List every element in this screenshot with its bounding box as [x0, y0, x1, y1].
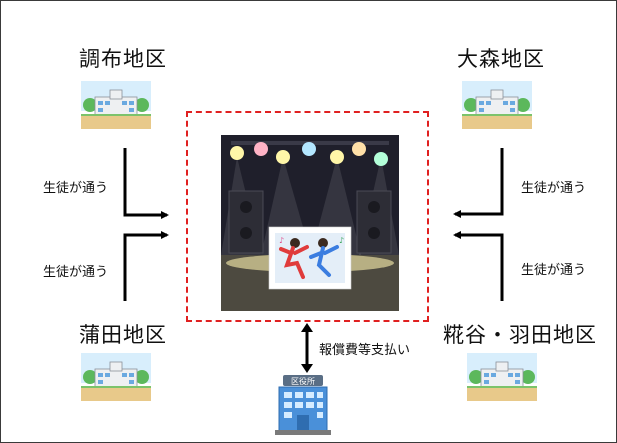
note-students-attend-omori: 生徒が通う: [521, 181, 587, 196]
note-students-attend-kojiya-haneda: 生徒が通う: [521, 263, 587, 278]
ward-office-sign: 区役所: [291, 376, 315, 386]
note-students-attend-chofu: 生徒が通う: [43, 181, 109, 196]
school-icon: [467, 353, 537, 401]
district-label-kamata: 蒲田地区: [79, 323, 167, 347]
ward-office-icon: 区役所: [275, 375, 331, 435]
district-label-omori: 大森地区: [457, 47, 545, 71]
school-icon: [81, 353, 151, 401]
school-icon: [462, 81, 532, 129]
arrow-kamata-to-stage: [123, 231, 169, 301]
note-payment: 報償費等支払い: [319, 343, 411, 358]
stage-illustration: ♪ ♪: [221, 135, 399, 311]
svg-text:♪: ♪: [279, 236, 284, 245]
district-label-chofu: 調布地区: [79, 47, 167, 71]
stage-frame: [186, 111, 429, 322]
note-students-attend-kamata: 生徒が通う: [43, 265, 109, 280]
arrow-kojiya-haneda-to-stage: [453, 231, 504, 301]
school-icon: [81, 81, 151, 129]
svg-text:♪: ♪: [339, 236, 344, 245]
arrow-omori-to-stage: [453, 148, 504, 218]
district-label-kojiya-haneda: 糀谷・羽田地区: [443, 323, 597, 347]
arrow-chofu-to-stage: [123, 148, 169, 219]
